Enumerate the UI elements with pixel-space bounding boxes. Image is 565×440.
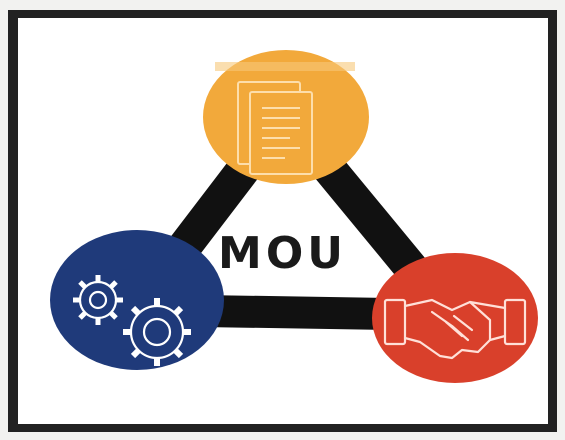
- node-right: [372, 253, 538, 383]
- document-icon: [237, 81, 313, 175]
- gears-icon: [73, 275, 191, 366]
- node-top: [203, 50, 369, 184]
- handshake-icon: [383, 298, 527, 360]
- node-left: [50, 230, 224, 370]
- diagram-center-label: MOU: [218, 228, 347, 279]
- node-top-caption-strip: [215, 62, 355, 71]
- node-left-circle: [50, 230, 224, 370]
